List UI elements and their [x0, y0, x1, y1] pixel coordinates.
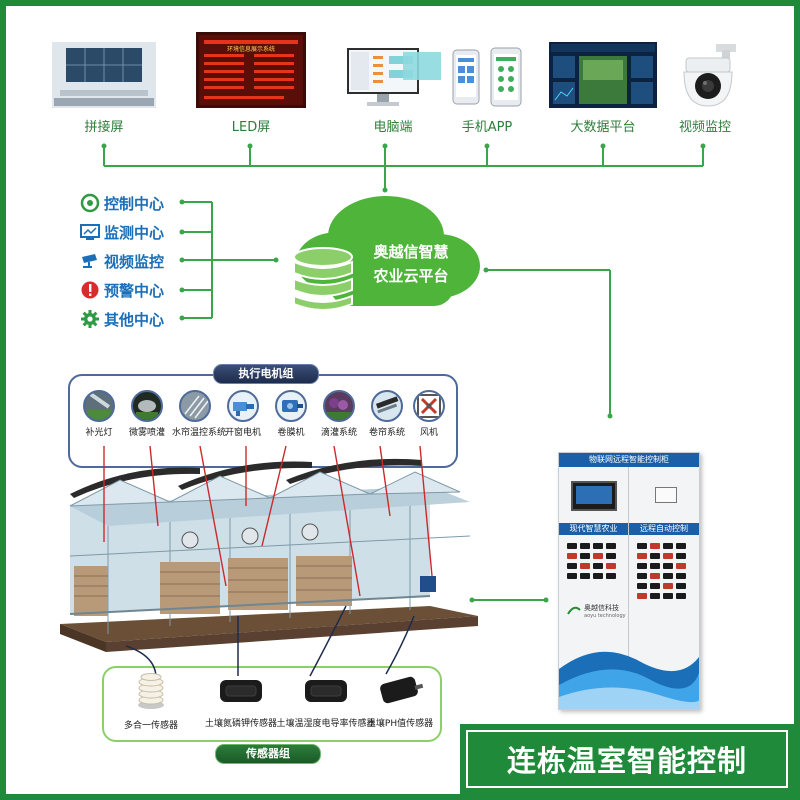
cabinet-brand: 奥越信科技 aoyu technology: [567, 603, 626, 619]
database-icon: [293, 247, 353, 311]
sensor-label: 土壤温湿度电导率传感器: [276, 719, 376, 729]
center-label: 其他中心: [104, 310, 165, 329]
sensor-item: 多合一传感器: [114, 672, 188, 731]
actuator-label: 微雾喷灌: [128, 428, 165, 438]
actuator-label: 卷膜机: [277, 428, 305, 438]
device-mobile-app: 手机APP: [432, 46, 542, 135]
cabinet-left-switches: [567, 543, 616, 583]
grow-light-icon: [83, 390, 115, 422]
actuator-item: 微雾喷灌: [124, 390, 170, 438]
control-target-icon: [80, 193, 100, 213]
actuator-item: 风机: [406, 390, 452, 438]
exhaust-fan-icon: [413, 390, 445, 422]
sensor-group-title: 传感器组: [215, 744, 321, 764]
cloud-title-line1: 奥越信智慧: [373, 243, 449, 261]
cabinet-left-title: 现代智慧农业: [559, 523, 628, 535]
actuator-label: 补光灯: [85, 428, 113, 438]
shade-roller-icon: [371, 390, 403, 422]
device-label: 拼接屏: [84, 120, 124, 135]
device-bigdata: 大数据平台: [548, 42, 658, 135]
actuator-label: 水帘温控系统: [172, 428, 227, 438]
video-wall-icon: [52, 42, 156, 108]
actuator-label: 滴灌系统: [320, 428, 357, 438]
actuator-item: 卷帘系统: [364, 390, 410, 438]
sensor-item: 土壤PH值传感器: [358, 674, 442, 729]
center-warning: 预警中心: [80, 278, 164, 302]
actuator-group-title: 执行电机组: [213, 364, 319, 384]
drip-irrigation-icon: [323, 390, 355, 422]
center-other: 其他中心: [80, 307, 164, 331]
sensor-group-panel: [102, 666, 442, 742]
cctv-camera-icon: [82, 254, 97, 268]
device-camera: 视频监控: [659, 42, 751, 135]
warning-icon: [81, 281, 99, 299]
brand-name: 奥越信科技: [584, 604, 619, 612]
actuator-label: 卷帘系统: [368, 428, 405, 438]
monitor-icon: [80, 224, 100, 240]
cabinet-touchscreen: [571, 481, 617, 511]
window-motor-icon: [227, 390, 259, 422]
sensor-label: 土壤PH值传感器: [366, 719, 434, 729]
device-label: 视频监控: [678, 120, 731, 135]
desktop-computer-icon: [347, 48, 441, 106]
sensor-label: 土壤氮磷钾传感器: [204, 719, 277, 729]
sensor-item: 土壤温湿度电导率传感器: [274, 674, 378, 729]
gear-icon: [81, 310, 99, 328]
device-label: LED屏: [231, 120, 271, 135]
cabinet-meter: [655, 487, 677, 503]
npk-sensor-icon: [220, 680, 262, 702]
actuator-item: 开窗电机: [220, 390, 266, 438]
device-label: 电脑端: [373, 120, 413, 135]
brand-sub: aoyu technology: [584, 613, 626, 619]
film-roller-icon: [275, 390, 307, 422]
control-cabinet: 物联网远程智能控制柜 现代智慧农业 远程自动控制 奥越信科技 aoyu tech: [558, 452, 700, 710]
cabinet-right-title: 远程自动控制: [629, 523, 699, 535]
actuator-item: 水帘温控系统: [172, 390, 227, 438]
cloud-title-line2: 农业云平台: [373, 267, 449, 285]
center-control: 控制中心: [80, 191, 164, 215]
sensor-item: 土壤氮磷钾传感器: [196, 674, 286, 729]
greenhouse-illustration: [60, 446, 478, 652]
cloud-title: 奥越信智慧 农业云平台: [352, 240, 470, 288]
device-pc: 电脑端: [338, 46, 448, 135]
connection-lines: [101, 143, 706, 603]
sensor-label: 多合一传感器: [123, 721, 178, 731]
cabinet-door-split: [628, 467, 629, 709]
cloud-platform: [296, 196, 480, 306]
led-title: 环境信息展示系统: [227, 45, 275, 53]
center-monitoring: 监测中心: [80, 220, 164, 244]
center-label: 监测中心: [104, 223, 165, 242]
ph-sensor-icon: [380, 676, 424, 704]
title-banner: 连栋温室智能控制: [460, 724, 794, 794]
cabinet-header: 物联网远程智能控制柜: [559, 453, 699, 467]
brand-logo-icon: [567, 606, 581, 615]
cabinet-wave-decoration: [559, 651, 699, 709]
mist-spray-icon: [131, 390, 163, 422]
water-curtain-icon: [179, 390, 211, 422]
device-label: 手机APP: [461, 120, 513, 135]
led-board-icon: 环境信息展示系统: [196, 32, 306, 108]
soil-temp-sensor-icon: [305, 680, 347, 702]
mobile-phone-icon: [452, 47, 522, 107]
sensor-connectors: [125, 605, 415, 679]
cabinet-right-switches: [637, 543, 686, 603]
center-label: 视频监控: [104, 252, 165, 271]
multi-sensor-icon: [138, 673, 164, 709]
center-label: 预警中心: [104, 281, 165, 300]
actuator-item: 补光灯: [76, 390, 122, 438]
center-video: 视频监控: [80, 249, 164, 273]
device-splice-screen: 拼接屏: [49, 42, 159, 135]
dome-camera-icon: [683, 44, 736, 107]
device-led-screen: 环境信息展示系统 LED屏: [195, 32, 307, 135]
device-label: 大数据平台: [570, 120, 636, 135]
banner-title: 连栋温室智能控制: [466, 730, 788, 788]
actuator-item: 滴灌系统: [316, 390, 362, 438]
actuator-item: 卷膜机: [268, 390, 314, 438]
actuator-label: 开窗电机: [224, 428, 261, 438]
center-label: 控制中心: [104, 194, 165, 213]
dashboard-screen-icon: [549, 42, 657, 108]
actuator-label: 风机: [419, 428, 438, 438]
